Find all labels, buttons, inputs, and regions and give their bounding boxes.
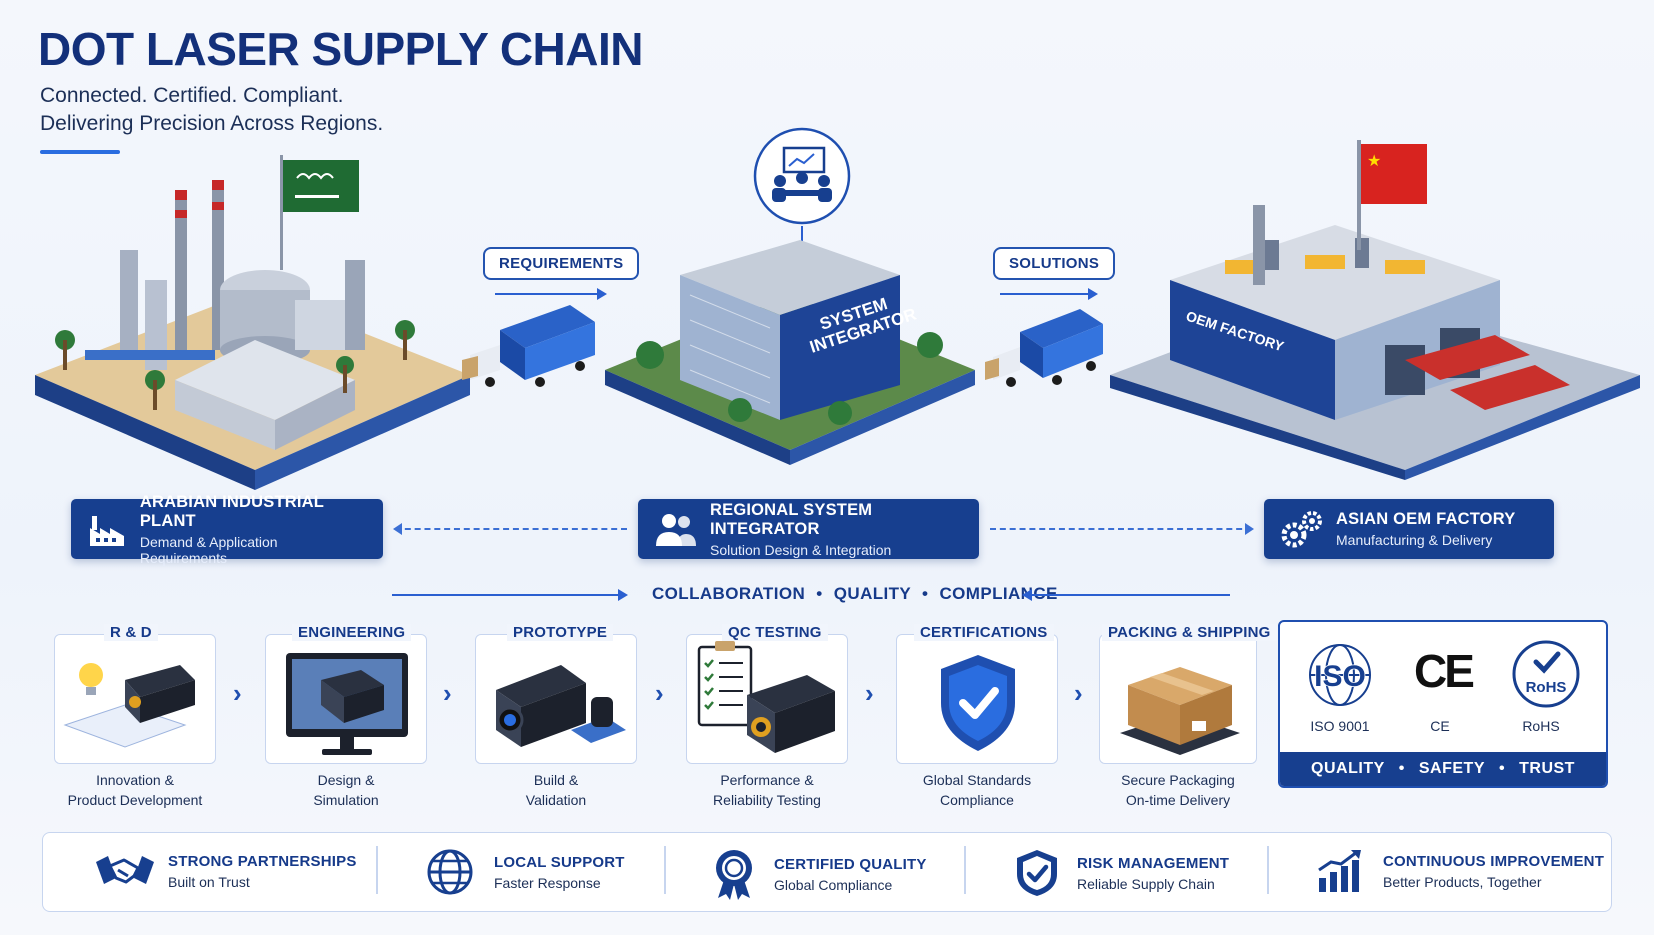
feature-certified-quality[interactable]: CERTIFIED QUALITY Global Compliance — [712, 848, 927, 900]
ce-mark: CE — [1414, 645, 1475, 697]
arabian-plant-illustration — [25, 150, 475, 490]
rohs-label: RoHS — [1522, 718, 1560, 734]
checklist-icon — [697, 641, 835, 753]
laser-module-icon — [496, 665, 626, 747]
integrator-building-illustration: SYSTEM INTEGRATOR — [600, 235, 980, 465]
gears-icon — [1280, 507, 1324, 551]
step-title-prototype: PROTOTYPE — [507, 624, 614, 641]
meeting-icon — [752, 126, 852, 226]
certification-panel: ISO CE RoHS QUALITY • SAFETY • TRUST — [1278, 620, 1608, 788]
oem-factory-illustration: OEM FACTORY ★ — [1105, 140, 1645, 480]
node-subtitle: Manufacturing & Delivery — [1336, 532, 1493, 548]
monitor-icon — [286, 653, 408, 755]
step-title-qc-testing: QC TESTING — [722, 624, 828, 641]
factory-icon — [87, 507, 128, 551]
cert-separator: • — [1398, 760, 1405, 777]
features-strip — [42, 832, 1612, 912]
requirements-label: REQUIREMENTS — [483, 247, 640, 280]
node-system-integrator[interactable]: REGIONAL SYSTEM INTEGRATOR Solution Desi… — [638, 499, 979, 559]
ce-label: CE — [1430, 718, 1450, 734]
iso-logo: ISO — [1300, 640, 1380, 710]
shield-check-icon — [941, 655, 1015, 751]
subtitle-line-1: Connected. Certified. Compliant. — [40, 84, 344, 107]
china-flag-star: ★ — [1367, 153, 1381, 170]
cert-safety: SAFETY — [1418, 760, 1485, 777]
step-desc-rnd: Innovation &Product Development — [67, 772, 203, 808]
step-prototype[interactable] — [475, 634, 637, 764]
feature-divider — [664, 846, 666, 894]
tagline-arrow-left — [392, 589, 628, 601]
step-title-engineering: ENGINEERING — [292, 624, 412, 641]
feature-risk-management[interactable]: RISK MANAGEMENT Reliable Supply Chain — [1015, 848, 1229, 898]
cert-quality: QUALITY — [1311, 760, 1385, 777]
lightbulb-laser-icon — [63, 663, 195, 748]
feature-divider — [1267, 846, 1269, 894]
page-subtitle: Connected. Certified. Compliant. Deliver… — [40, 82, 383, 138]
tagline-separator: • — [816, 584, 823, 603]
chevron-right-icon: › — [233, 678, 242, 708]
page-title: DOT LASER SUPPLY CHAIN — [38, 23, 644, 75]
feature-divider — [376, 846, 378, 894]
cert-separator: • — [1499, 760, 1506, 777]
node-subtitle: Demand & Application Requirements — [139, 533, 278, 566]
truck-illustration-1 — [460, 300, 610, 390]
box-icon — [1120, 667, 1240, 755]
step-desc-prototype: Build &Validation — [525, 772, 587, 808]
iso-mark: ISO — [1314, 660, 1366, 693]
iso-label: ISO 9001 — [1310, 718, 1370, 734]
chevron-right-icon: › — [865, 678, 874, 708]
step-certifications[interactable] — [896, 634, 1058, 764]
feature-partnerships[interactable]: STRONG PARTNERSHIPS Built on Trust — [94, 848, 357, 894]
chevron-right-icon: › — [1074, 678, 1083, 708]
award-icon — [712, 848, 756, 900]
dashed-connector-left — [393, 523, 627, 535]
step-desc-engineering: Design &Simulation — [313, 772, 379, 808]
solutions-arrow — [1000, 288, 1098, 300]
cert-values-bar: QUALITY • SAFETY • TRUST — [1280, 752, 1606, 786]
chevron-right-icon: › — [655, 678, 664, 708]
tagline-separator: • — [922, 584, 929, 603]
tagline-collaboration: COLLABORATION — [652, 584, 806, 603]
step-engineering[interactable] — [265, 634, 427, 764]
step-desc-qc-testing: Performance &Reliability Testing — [713, 772, 821, 808]
feature-divider — [964, 846, 966, 894]
node-oem-factory[interactable]: ASIAN OEM FACTORY Manufacturing & Delive… — [1264, 499, 1554, 559]
feature-local-support[interactable]: LOCAL SUPPORT Faster Response — [426, 848, 625, 896]
rohs-badge: RoHS — [1508, 638, 1584, 714]
solutions-label: SOLUTIONS — [993, 247, 1116, 280]
globe-icon — [426, 848, 474, 896]
shield-icon — [1015, 848, 1059, 898]
node-title: REGIONAL SYSTEM INTEGRATOR — [710, 500, 873, 538]
growth-chart-icon — [1315, 848, 1365, 894]
rohs-mark: RoHS — [1526, 679, 1567, 696]
node-subtitle: Solution Design & Integration — [710, 541, 892, 558]
handshake-icon — [94, 848, 156, 894]
tagline: COLLABORATION • QUALITY • COMPLIANCE — [652, 584, 1058, 604]
tagline-arrow-right — [1022, 589, 1230, 601]
step-title-packing-shipping: PACKING & SHIPPING — [1102, 624, 1277, 641]
people-icon — [654, 507, 698, 551]
tagline-quality: QUALITY — [833, 584, 911, 603]
node-title: ASIAN OEM FACTORY — [1336, 510, 1516, 528]
step-title-certifications: CERTIFICATIONS — [914, 624, 1054, 641]
step-packing-shipping[interactable] — [1099, 634, 1257, 764]
chevron-right-icon: › — [443, 678, 452, 708]
meeting-connector — [801, 226, 803, 248]
title-underline — [40, 150, 120, 154]
node-arabian-plant[interactable]: ARABIAN INDUSTRIAL PLANT Demand & Applic… — [71, 493, 383, 566]
requirements-arrow — [495, 288, 607, 300]
node-title: ARABIAN INDUSTRIAL PLANT — [139, 492, 324, 530]
step-title-rnd: R & D — [104, 624, 158, 641]
feature-continuous-improvement[interactable]: CONTINUOUS IMPROVEMENT Better Products, … — [1315, 848, 1604, 894]
step-qc-testing[interactable] — [686, 634, 848, 764]
cert-trust: TRUST — [1519, 760, 1575, 777]
step-rnd[interactable] — [54, 634, 216, 764]
truck-illustration-2 — [985, 302, 1115, 392]
subtitle-line-2: Delivering Precision Across Regions. — [40, 112, 384, 135]
dashed-connector-right — [990, 523, 1254, 535]
